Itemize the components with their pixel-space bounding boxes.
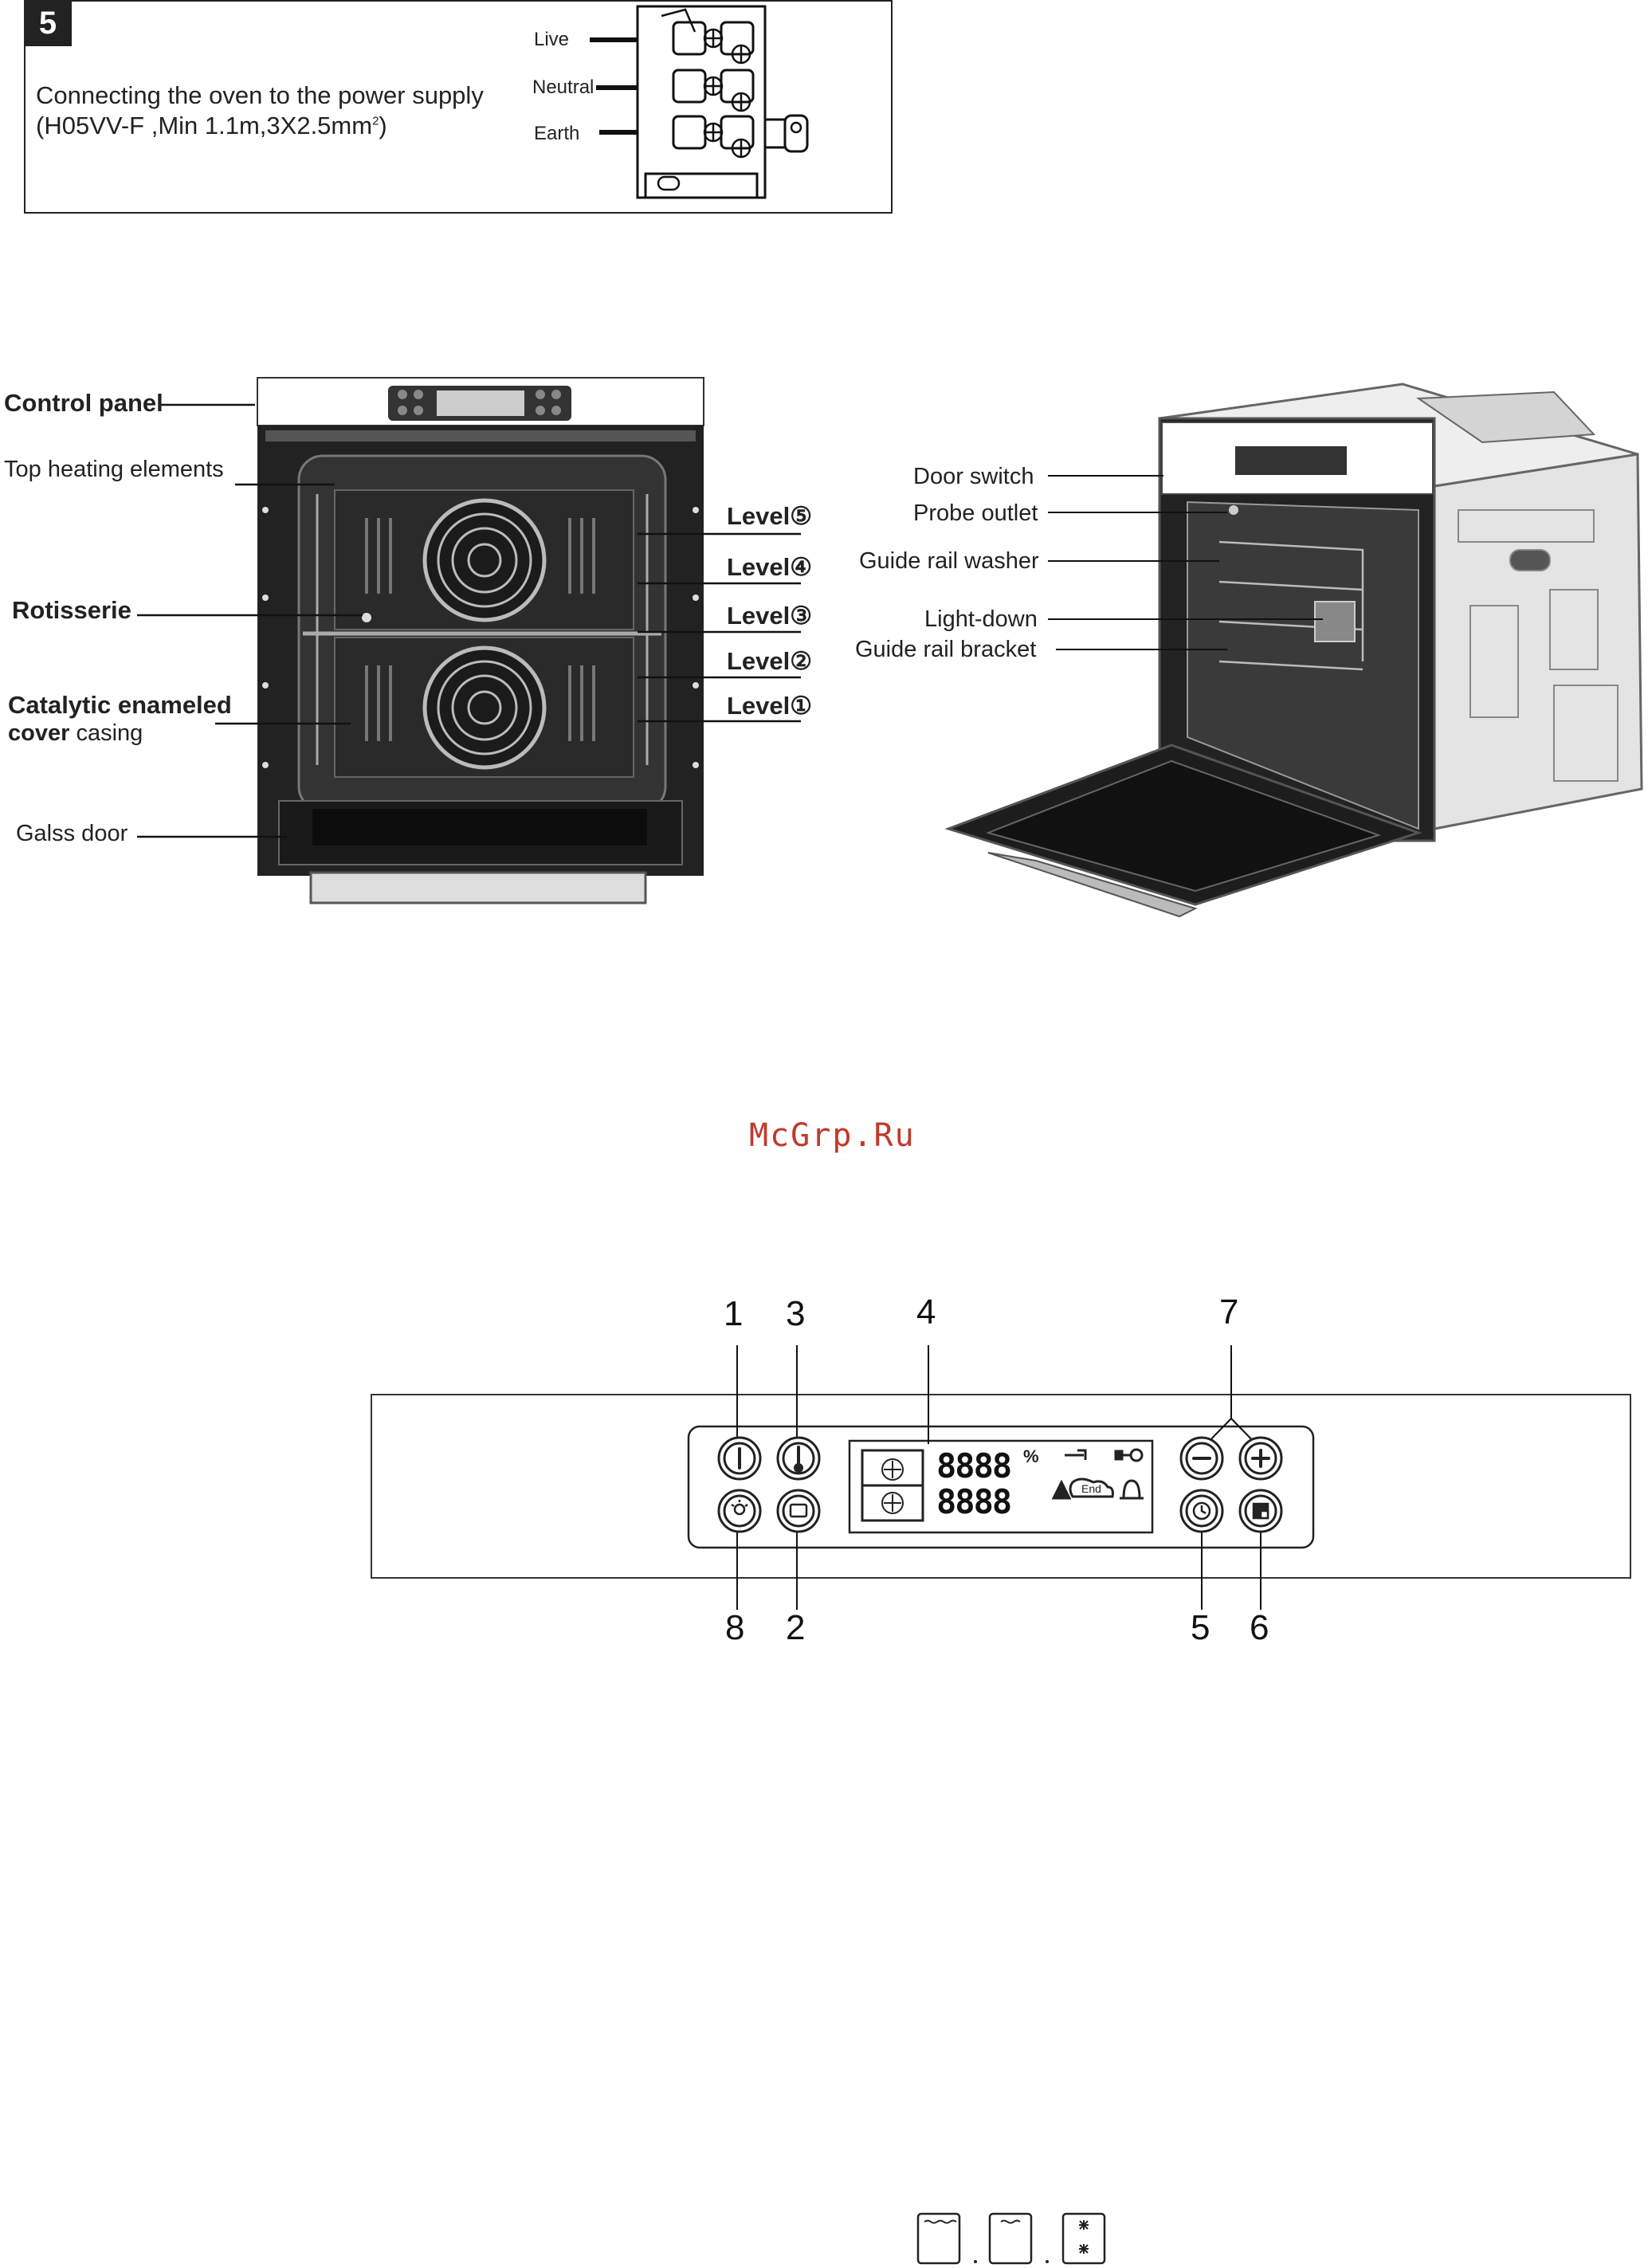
cable-spec-superscript: 2	[372, 114, 379, 128]
step-caption-line1: Connecting the oven to the power supply	[36, 81, 484, 109]
label-catalytic-cover: cover	[8, 720, 70, 746]
label-rotisserie: Rotisserie	[12, 596, 131, 624]
label-level-4: Level④	[727, 553, 813, 581]
label-probe-outlet: Probe outlet	[913, 500, 1038, 526]
cable-spec-close: )	[379, 112, 387, 139]
callout-7: 7	[1219, 1293, 1239, 1332]
label-guide-rail-washer: Guide rail washer	[859, 548, 1039, 574]
cable-spec: (H05VV-F ,Min 1.1m,3X2.5mm	[36, 112, 373, 139]
step-5-frame	[24, 0, 893, 214]
label-catalytic-casing: casing	[76, 720, 143, 746]
callout-4: 4	[916, 1293, 936, 1332]
label-catalytic-line1: Catalytic enameled	[8, 691, 232, 719]
display-digits-bottom: 8888	[936, 1482, 1012, 1521]
callout-5: 5	[1191, 1608, 1210, 1647]
terminal-label-neutral: Neutral	[532, 77, 594, 98]
step-number-badge: 5	[24, 0, 72, 46]
label-control-panel: Control panel	[4, 389, 163, 417]
callout-6: 6	[1250, 1608, 1269, 1647]
display-digits-top: 8888	[936, 1446, 1012, 1485]
label-catalytic-line2: cover casing	[8, 720, 143, 747]
label-level-1: Level①	[727, 692, 813, 720]
callout-3: 3	[786, 1294, 806, 1333]
label-top-heating-elements: Top heating elements	[4, 457, 224, 482]
label-level-5: Level⑤	[727, 502, 813, 530]
callout-8: 8	[725, 1608, 745, 1647]
label-door-switch: Door switch	[913, 464, 1034, 489]
terminal-label-live: Live	[534, 29, 570, 50]
callout-2: 2	[786, 1608, 806, 1647]
terminal-block-drawing	[590, 5, 809, 199]
label-level-2: Level②	[727, 647, 813, 675]
oven-front-view	[137, 377, 801, 904]
terminal-label-earth: Earth	[534, 123, 580, 144]
display-end-label: End	[1081, 1482, 1101, 1495]
watermark: McGrp.Ru	[749, 1117, 916, 1154]
label-glass-door: Galss door	[16, 821, 128, 846]
control-panel-diagram	[371, 1345, 1631, 1610]
callout-1: 1	[724, 1294, 744, 1333]
oven-perspective-view	[944, 383, 1643, 918]
label-light-down: Light-down	[924, 606, 1038, 632]
label-guide-rail-bracket: Guide rail bracket	[855, 637, 1037, 662]
step-caption-line2: (H05VV-F ,Min 1.1m,3X2.5mm2)	[36, 112, 387, 140]
label-level-3: Level③	[727, 602, 813, 630]
display-percent: %	[1023, 1446, 1039, 1466]
